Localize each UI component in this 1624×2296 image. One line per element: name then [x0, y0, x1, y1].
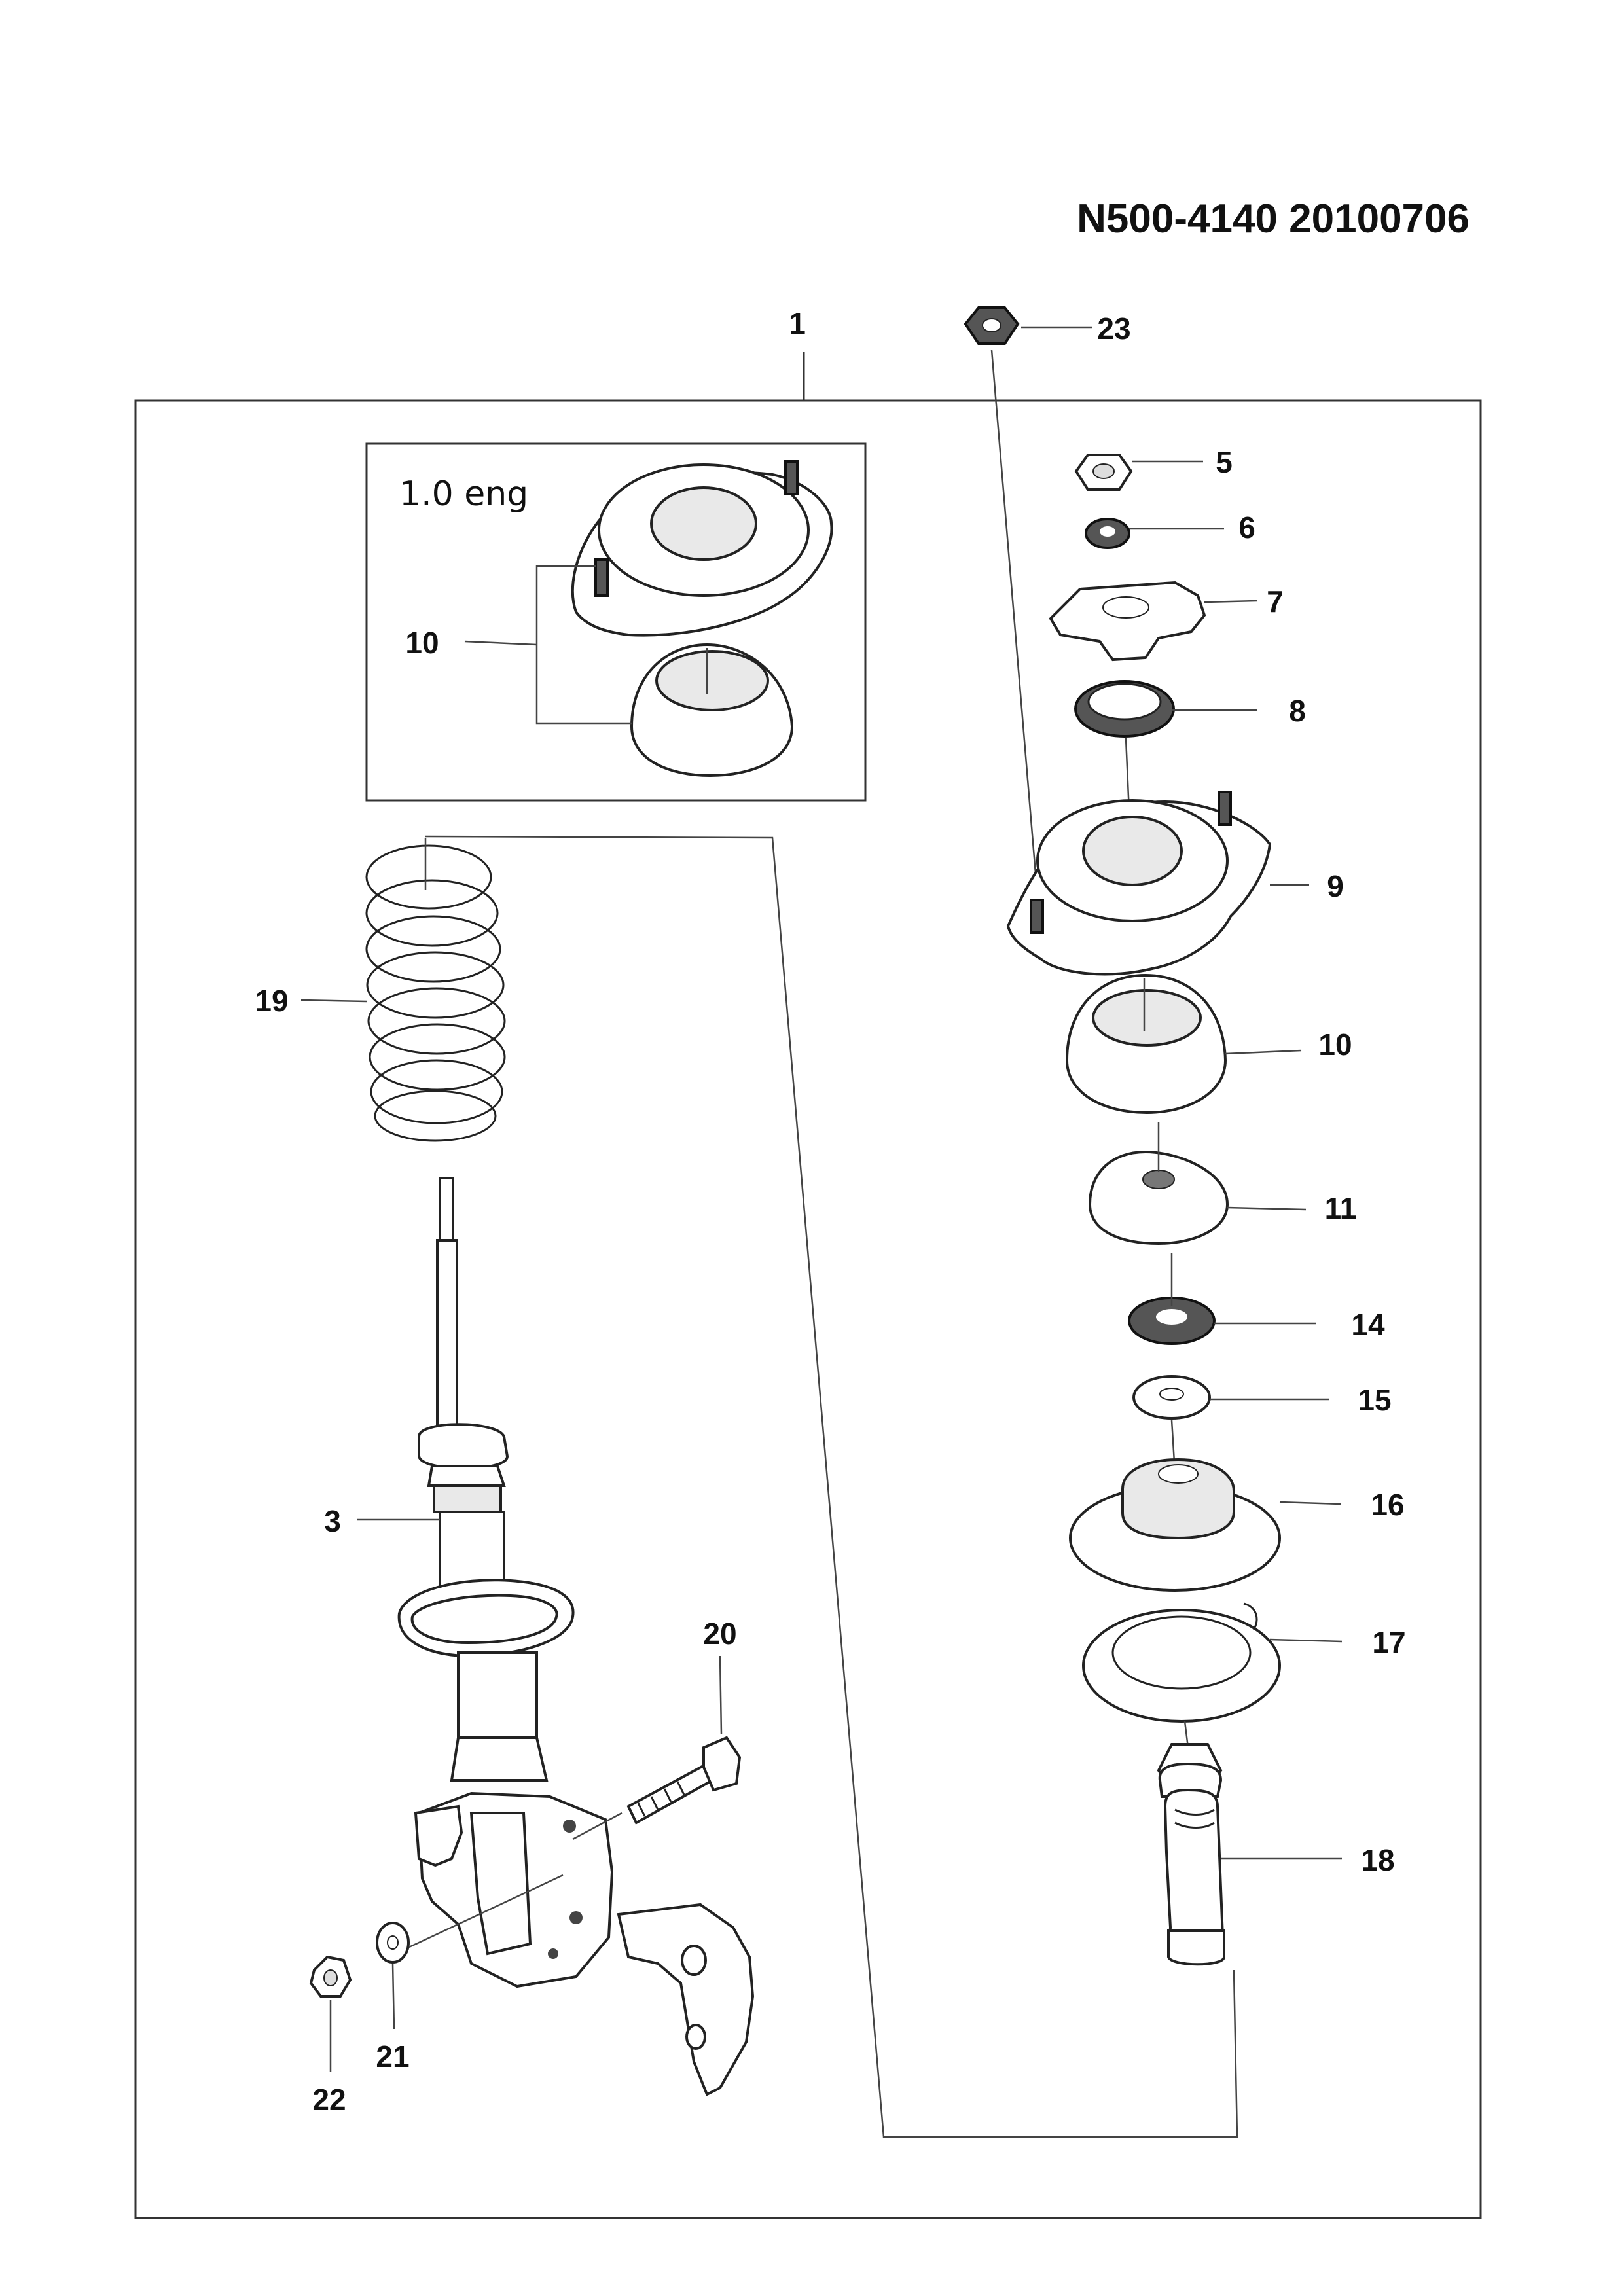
callout-16: 16	[1371, 1488, 1404, 1522]
callout-22: 22	[312, 2083, 346, 2117]
inset-label: 1.0 eng	[399, 475, 528, 514]
bearing-8	[1074, 680, 1175, 738]
callout-8: 8	[1289, 694, 1306, 728]
insulator-17	[1082, 1602, 1281, 1723]
knuckle-bracket	[414, 1791, 614, 1988]
callout-14: 14	[1351, 1308, 1385, 1342]
callout-17: 17	[1372, 1625, 1405, 1659]
callout-10: 10	[1318, 1028, 1352, 1062]
plate-7	[1049, 581, 1206, 662]
callout-21: 21	[376, 2039, 409, 2073]
washer-14	[1128, 1297, 1216, 1345]
washer-6	[1085, 518, 1130, 549]
washer-21	[376, 1922, 410, 1964]
nut-5	[1074, 454, 1133, 491]
callout-15: 15	[1358, 1383, 1391, 1417]
washer-15	[1132, 1375, 1211, 1420]
coil-spring-19	[365, 844, 506, 1142]
callout-6: 6	[1238, 511, 1255, 545]
bolt-20	[626, 1736, 742, 1825]
callout-23: 23	[1097, 312, 1130, 346]
inset-mount-plate	[571, 460, 833, 637]
shock-absorber-3	[397, 1177, 575, 1782]
diagram-code: N500-4140 20100706	[1077, 196, 1470, 242]
lower-link	[617, 1903, 755, 2096]
callout-3: 3	[324, 1504, 341, 1538]
callout-7: 7	[1267, 584, 1284, 619]
callout-inset-10: 10	[405, 626, 439, 660]
callout-20: 20	[703, 1617, 736, 1651]
callout-1: 1	[789, 306, 806, 340]
inset-box	[365, 442, 867, 802]
callout-5: 5	[1216, 445, 1233, 479]
insulator-16	[1069, 1458, 1281, 1592]
nut-22	[309, 1955, 352, 1998]
inset-bump-stop-cup	[630, 643, 794, 778]
callout-9: 9	[1327, 869, 1344, 903]
callout-11: 11	[1325, 1191, 1357, 1225]
callout-19: 19	[255, 984, 288, 1018]
top-nut-23	[964, 306, 1020, 345]
spring-seat-11	[1088, 1150, 1229, 1246]
callout-18: 18	[1361, 1843, 1394, 1877]
assembly-frame	[134, 399, 1482, 2219]
dust-boot-18	[1157, 1743, 1225, 1966]
bump-stop-cup-10	[1065, 973, 1227, 1115]
strut-mount-9	[1006, 791, 1272, 976]
